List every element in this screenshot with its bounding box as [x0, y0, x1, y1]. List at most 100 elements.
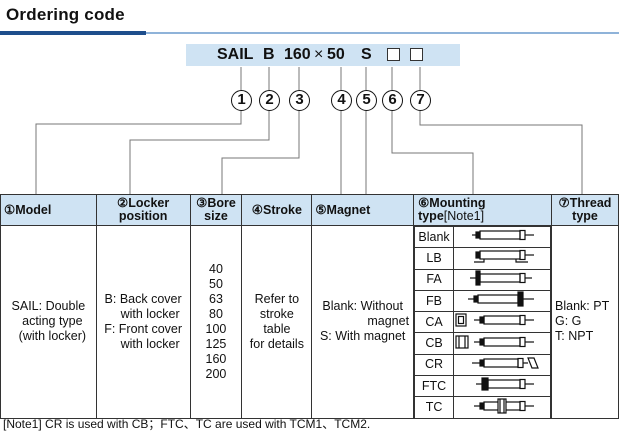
stroke-line: Refer to: [254, 291, 300, 306]
header-thread: ⑦Thread type: [551, 194, 619, 226]
callout-3: 3: [289, 90, 310, 111]
ordering-code-bar: SAIL B 160 × 50 S: [186, 44, 460, 66]
stroke-line: for details: [249, 336, 304, 351]
cell-magnet: Blank: Without magnet S: With magnet: [311, 225, 415, 419]
callout-4: 4: [331, 90, 352, 111]
single-clevis-cylinder-icon: [455, 313, 535, 327]
callout-7: 7: [410, 90, 431, 111]
mounting-label: CR: [414, 353, 455, 377]
foot-mount-cylinder-icon: [474, 250, 535, 264]
code-locker: B: [263, 46, 275, 63]
list-item: FB: [414, 289, 552, 313]
header-stroke-label: Stroke: [263, 202, 302, 217]
leader-locker: [129, 111, 270, 196]
cell-thread: Blank: PT G: G T: NPT: [551, 225, 619, 419]
cell-bore: 40 50 63 80 100 125 160 200: [189, 225, 243, 419]
list-item: CA: [414, 311, 552, 334]
mounting-label: CB: [414, 332, 455, 355]
mounting-label: Blank: [414, 225, 455, 249]
header-mounting-note: [Note1]: [443, 209, 485, 223]
basic-cylinder-icon: [472, 230, 535, 241]
callout-6: 6: [382, 90, 403, 111]
bore-value: 200: [205, 366, 227, 381]
ordering-code-table: ①Model ②Locker position ③Bore size ④Stro…: [0, 194, 619, 419]
header-mounting-label: Mounting: [429, 196, 486, 210]
mounting-label: FTC: [414, 375, 455, 398]
header-bore: ③Bore size: [189, 194, 243, 226]
header-bore-num: ③: [196, 196, 208, 210]
model-line: acting type: [22, 314, 83, 329]
header-magnet: ⑤Magnet: [311, 194, 415, 226]
mounting-label: CA: [414, 311, 455, 334]
header-mounting-num: ⑥: [418, 196, 430, 210]
code-mounting: S: [361, 46, 372, 63]
header-locker-label2: position: [118, 209, 168, 223]
header-locker-num: ②: [117, 196, 129, 210]
bore-value: 160: [205, 351, 227, 366]
locker-line: with locker: [120, 336, 180, 351]
stroke-line: table: [263, 321, 291, 336]
mounting-label: FB: [414, 289, 455, 313]
magnet-line: Blank: Without: [322, 299, 403, 314]
list-item: LB: [414, 247, 552, 270]
bore-value: 50: [209, 276, 223, 291]
clevis-bracket-cylinder-icon: [472, 357, 539, 369]
callout-leader-lines: [35, 67, 583, 196]
list-item: FTC: [414, 375, 552, 398]
header-thread-label: Thread: [569, 196, 612, 210]
mounting-label: LB: [414, 247, 455, 270]
page-title: Ordering code: [6, 5, 125, 24]
header-mounting-label2: type: [418, 209, 444, 223]
double-clevis-cylinder-icon: [455, 335, 535, 349]
cell-stroke: Refer to stroke table for details: [241, 225, 313, 419]
mounting-label: TC: [414, 396, 455, 418]
header-thread-num: ⑦: [558, 196, 570, 210]
footnote: [Note1] CR is used with CB；FTC、TC are us…: [3, 417, 371, 431]
list-item: FA: [414, 268, 552, 291]
header-model: ①Model: [0, 194, 97, 226]
callout-1: 1: [231, 90, 252, 111]
header-stroke: ④Stroke: [241, 194, 313, 226]
header-bore-label2: size: [204, 209, 228, 223]
front-trunnion-cylinder-icon: [476, 377, 535, 391]
code-thread-box: [410, 48, 423, 61]
leader-mounting: [391, 111, 474, 196]
thread-line: G: G: [555, 314, 582, 329]
callout-2: 2: [259, 90, 280, 111]
rear-flange-cylinder-icon: [468, 291, 535, 307]
header-model-num: ①: [4, 202, 16, 217]
table-body-row: SAIL: Double acting type (with locker) B…: [0, 225, 619, 419]
header-magnet-label: Magnet: [326, 202, 371, 217]
header-locker-label: Locker: [128, 196, 170, 210]
mounting-list: Blank LB FA FB CA CB CR FTC TC: [414, 225, 552, 418]
bore-value: 100: [205, 321, 227, 336]
locker-line: F: Front cover: [104, 321, 183, 336]
header-locker: ②Locker position: [95, 194, 191, 226]
thread-line: Blank: PT: [555, 299, 610, 314]
bore-value: 40: [209, 261, 223, 276]
bore-value: 63: [209, 291, 223, 306]
code-times: ×: [314, 46, 324, 63]
code-mounting-box: [387, 48, 400, 61]
front-flange-cylinder-icon: [470, 270, 533, 286]
stroke-line: stroke: [259, 306, 294, 321]
cell-mounting: Blank LB FA FB CA CB CR FTC TC: [413, 225, 553, 419]
bore-value: 125: [205, 336, 227, 351]
thread-line: T: NPT: [555, 329, 594, 344]
callout-5: 5: [356, 90, 377, 111]
header-mounting: ⑥Mounting type[Note1]: [413, 194, 553, 226]
list-item: Blank: [414, 225, 552, 249]
code-bore: 160: [284, 46, 311, 63]
header-bore-label: Bore: [207, 196, 236, 210]
cell-locker: B: Back cover with locker F: Front cover…: [95, 225, 191, 419]
locker-line: B: Back cover: [104, 291, 182, 306]
model-line: (with locker): [18, 329, 87, 344]
mounting-label: FA: [414, 268, 455, 291]
table-header-row: ①Model ②Locker position ③Bore size ④Stro…: [0, 194, 619, 226]
leader-bore: [221, 111, 300, 196]
center-trunnion-cylinder-icon: [474, 397, 535, 414]
bore-value: 80: [209, 306, 223, 321]
model-line: SAIL: Double: [11, 299, 86, 314]
title-underline: [0, 31, 146, 35]
title-rule: [146, 32, 619, 34]
